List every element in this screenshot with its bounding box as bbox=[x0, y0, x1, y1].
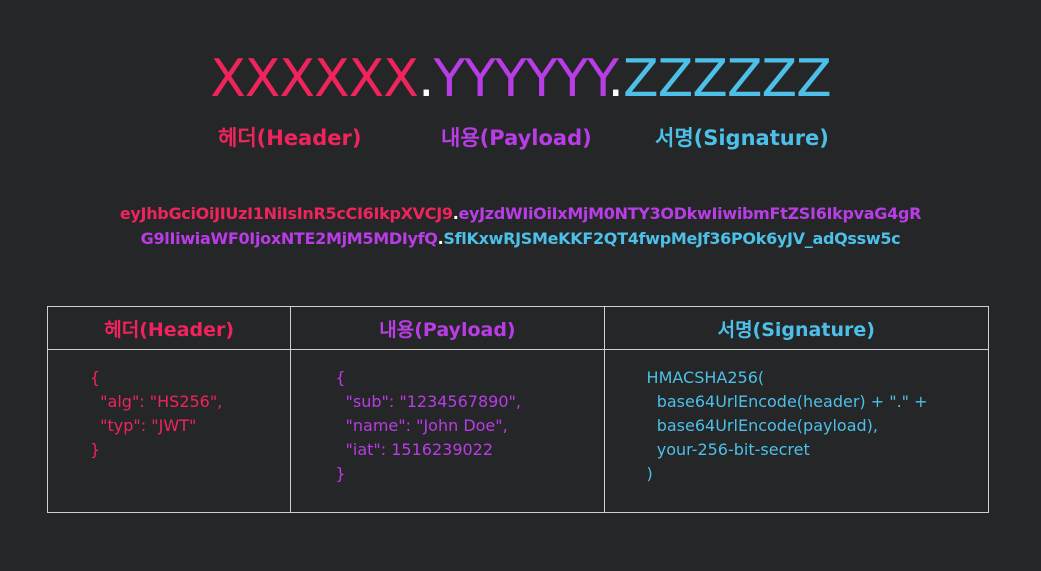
title-header-part: XXXXXX bbox=[210, 49, 419, 109]
token-signature-segment: SflKxwRJSMeKKF2QT4fwpMeJf36POk6yJV_adQss… bbox=[443, 229, 901, 248]
table-header-row: 헤더(Header) 내용(Payload) 서명(Signature) bbox=[46, 306, 990, 350]
token-payload-segment-1: eyJzdWIiOiIxMjM0NTY3ODkwIiwibmFtZSI6Ikpv… bbox=[458, 204, 922, 223]
title-dot-2: . bbox=[607, 49, 625, 109]
signature-formula: HMACSHA256( base64UrlEncode(header) + ".… bbox=[646, 368, 928, 483]
header-json-cell: { "alg": "HS256", "typ": "JWT" } bbox=[46, 349, 292, 513]
table-row: { "alg": "HS256", "typ": "JWT" } { "sub"… bbox=[46, 349, 990, 513]
token-line-2: G9lIiwiaWF0IjoxNTE2MjM5MDIyfQ.SflKxwRJSM… bbox=[40, 226, 1001, 251]
signature-formula-cell: HMACSHA256( base64UrlEncode(header) + ".… bbox=[603, 349, 990, 513]
token-line-1: eyJhbGciOiJIUzI1NiIsInR5cCI6IkpXVCJ9.eyJ… bbox=[40, 201, 1001, 226]
table-header-payload: 내용(Payload) bbox=[290, 306, 605, 350]
label-signature: 서명(Signature) bbox=[655, 126, 829, 150]
token-dot-1: . bbox=[452, 204, 459, 223]
payload-json-cell: { "sub": "1234567890", "name": "John Doe… bbox=[290, 349, 605, 513]
header-json: { "alg": "HS256", "typ": "JWT" } bbox=[90, 368, 223, 459]
part-labels: 헤더(Header) 내용(Payload) 서명(Signature) bbox=[0, 122, 1041, 156]
title-dot-1: . bbox=[417, 49, 435, 109]
payload-json: { "sub": "1234567890", "name": "John Doe… bbox=[335, 368, 521, 483]
token-dot-2: . bbox=[437, 229, 444, 248]
table-header-header: 헤더(Header) bbox=[46, 306, 292, 350]
title-signature-part: ZZZZZZ bbox=[623, 49, 832, 109]
jwt-structure-title: XXXXXX.YYYYYY.ZZZZZZ bbox=[0, 48, 1041, 110]
label-payload: 내용(Payload) bbox=[441, 126, 592, 150]
token-header-segment: eyJhbGciOiJIUzI1NiIsInR5cCI6IkpXVCJ9 bbox=[119, 204, 453, 223]
title-payload-part: YYYYYY bbox=[433, 49, 608, 109]
encoded-token: eyJhbGciOiJIUzI1NiIsInR5cCI6IkpXVCJ9.eyJ… bbox=[40, 201, 1001, 251]
token-payload-segment-2: G9lIiwiaWF0IjoxNTE2MjM5MDIyfQ bbox=[140, 229, 438, 248]
label-header: 헤더(Header) bbox=[218, 126, 362, 150]
jwt-parts-table: 헤더(Header) 내용(Payload) 서명(Signature) { "… bbox=[46, 306, 990, 513]
table-header-signature: 서명(Signature) bbox=[603, 306, 990, 350]
